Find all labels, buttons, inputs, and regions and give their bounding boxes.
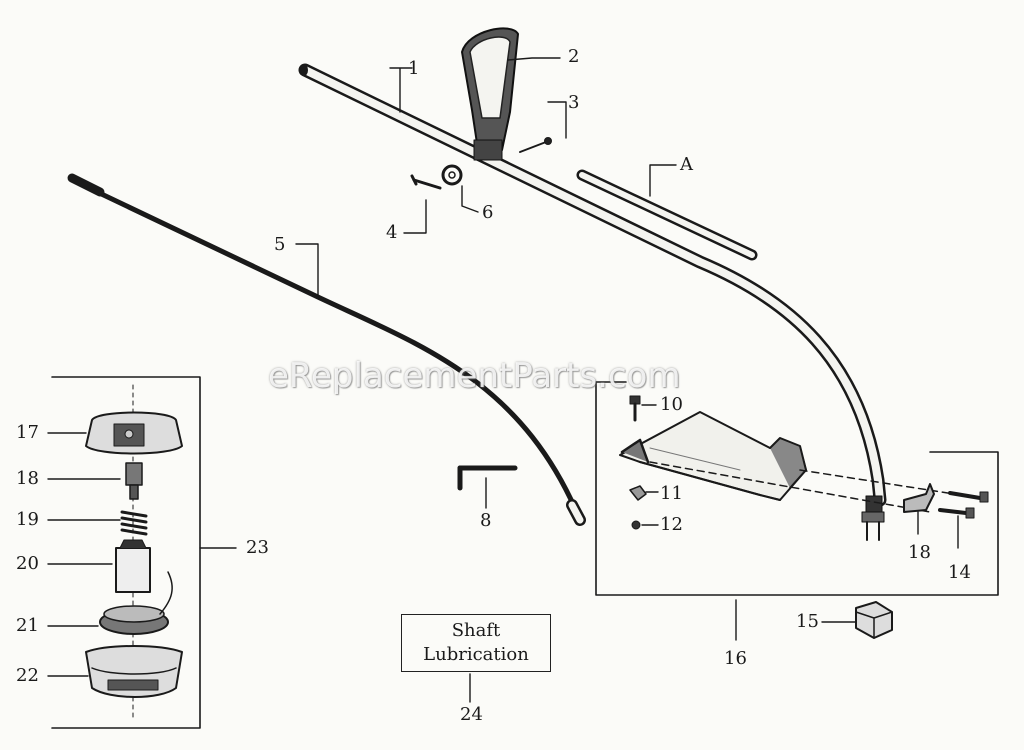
drive-cable <box>67 173 586 526</box>
callout-2: 2 <box>568 46 580 67</box>
callout-18-guard: 18 <box>908 542 931 563</box>
clip-11 <box>629 485 647 501</box>
group-16-bracket <box>595 381 999 596</box>
callout-10: 10 <box>660 394 683 415</box>
callout-24: 24 <box>460 704 483 725</box>
handle-part <box>461 27 519 161</box>
callout-16: 16 <box>724 648 747 669</box>
bracket-18 <box>903 483 935 513</box>
part-a-tube <box>576 169 758 261</box>
callout-17: 17 <box>16 422 39 443</box>
line-spool <box>99 571 173 635</box>
callout-20: 20 <box>16 553 39 574</box>
callout-23: 23 <box>246 537 269 558</box>
shaft-lubrication-box: Shaft Lubrication <box>401 614 551 672</box>
callout-14: 14 <box>948 562 971 583</box>
hex-key <box>457 465 518 491</box>
bolts-14 <box>938 491 989 519</box>
note-line-1: Shaft <box>451 620 501 641</box>
leader-lines <box>47 57 959 703</box>
washer-part <box>441 164 463 186</box>
note-line-2: Lubrication <box>423 644 529 665</box>
spool-hub <box>115 539 151 593</box>
callout-3: 3 <box>568 92 580 113</box>
spool-spring <box>120 510 148 536</box>
callout-18: 18 <box>16 468 39 489</box>
spool-bolt <box>125 462 143 500</box>
callout-15: 15 <box>796 611 819 632</box>
callout-22: 22 <box>16 665 39 686</box>
callout-a: A <box>680 154 693 175</box>
callout-21: 21 <box>16 615 39 636</box>
bolt-part <box>410 174 442 190</box>
group-23-bracket <box>51 376 201 729</box>
callout-6: 6 <box>482 202 494 223</box>
callout-1: 1 <box>408 58 420 79</box>
watermark: eReplacementParts.com <box>268 356 681 396</box>
upper-shaft-tube <box>298 63 887 541</box>
screw-10 <box>629 395 641 422</box>
callout-8: 8 <box>480 510 492 531</box>
callout-4: 4 <box>386 222 398 243</box>
guard-shield <box>619 411 981 513</box>
spool-housing <box>85 645 183 698</box>
callout-19: 19 <box>16 509 39 530</box>
callout-5: 5 <box>274 234 286 255</box>
spool-cap <box>85 411 183 455</box>
callout-11: 11 <box>660 483 683 504</box>
nut-12 <box>631 520 641 530</box>
handle-screw <box>519 137 552 153</box>
callout-12: 12 <box>660 514 683 535</box>
hex-nut <box>855 601 893 639</box>
